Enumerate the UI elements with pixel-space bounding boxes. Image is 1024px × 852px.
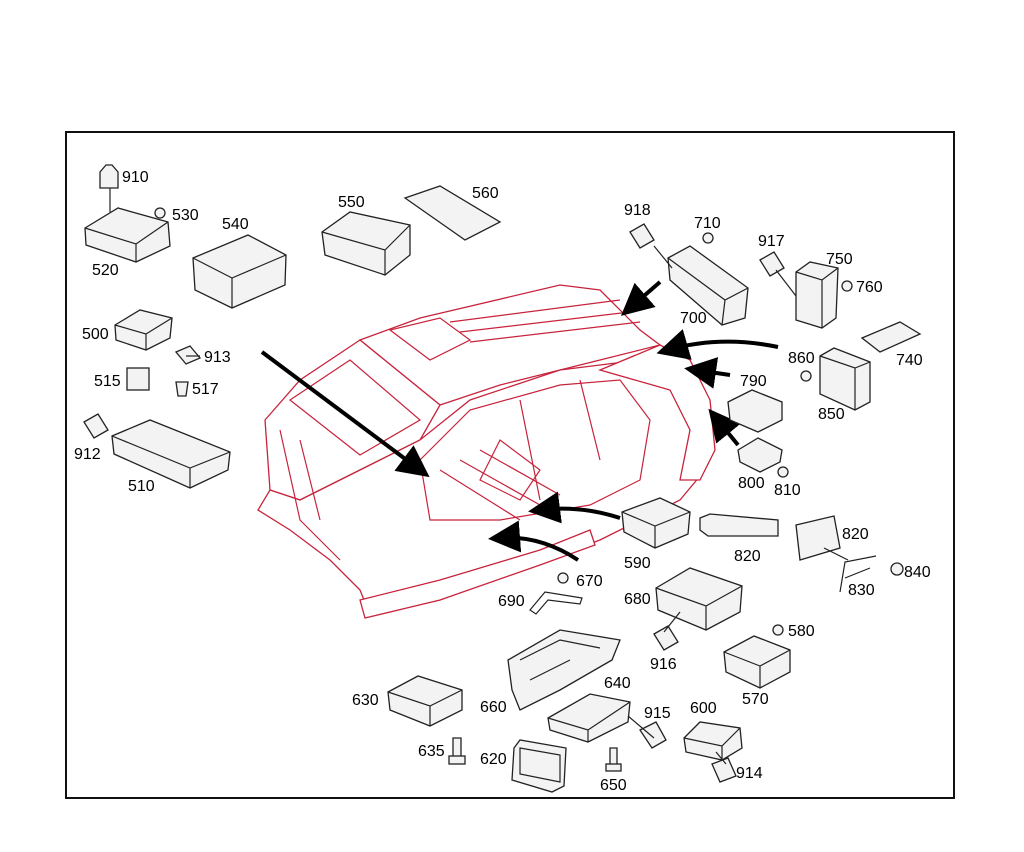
label-750: 750 bbox=[826, 251, 853, 268]
part-860-nut bbox=[800, 370, 812, 382]
part-690-bracket bbox=[529, 591, 583, 615]
diagram-frame bbox=[65, 131, 955, 799]
part-760-nut bbox=[841, 280, 853, 292]
label-915: 915 bbox=[644, 705, 671, 722]
label-916: 916 bbox=[650, 656, 677, 673]
part-830-bracket bbox=[839, 555, 877, 593]
part-520-module bbox=[84, 207, 171, 263]
label-910: 910 bbox=[122, 169, 149, 186]
part-740-module bbox=[860, 321, 922, 353]
part-820a-module bbox=[699, 513, 779, 537]
part-510-fuse-box bbox=[111, 419, 231, 489]
part-530-nut bbox=[154, 207, 166, 219]
part-570-module bbox=[723, 635, 791, 689]
part-910-connector bbox=[99, 164, 119, 212]
part-620-display bbox=[511, 739, 567, 793]
label-620: 620 bbox=[480, 751, 507, 768]
leader-lines bbox=[186, 245, 849, 765]
label-820a: 820 bbox=[734, 548, 761, 565]
part-517-fuse bbox=[175, 381, 189, 397]
part-labels: 910 530 520 540 550 560 500 913 515 517 … bbox=[74, 169, 931, 794]
label-560: 560 bbox=[472, 185, 499, 202]
label-510: 510 bbox=[128, 478, 155, 495]
label-710: 710 bbox=[694, 215, 721, 232]
label-635: 635 bbox=[418, 743, 445, 760]
label-630: 630 bbox=[352, 692, 379, 709]
part-916-connector bbox=[653, 625, 679, 651]
label-517: 517 bbox=[192, 381, 219, 398]
part-840-nut bbox=[890, 562, 904, 576]
label-840: 840 bbox=[904, 564, 931, 581]
part-800-module bbox=[737, 437, 783, 473]
label-550: 550 bbox=[338, 194, 365, 211]
label-530: 530 bbox=[172, 207, 199, 224]
label-917: 917 bbox=[758, 233, 785, 250]
label-520: 520 bbox=[92, 262, 119, 279]
part-912-connector bbox=[83, 413, 109, 439]
part-630-module bbox=[387, 675, 463, 727]
label-820b: 820 bbox=[842, 526, 869, 543]
label-850: 850 bbox=[818, 406, 845, 423]
label-580: 580 bbox=[788, 623, 815, 640]
label-515: 515 bbox=[94, 373, 121, 390]
label-540: 540 bbox=[222, 216, 249, 233]
label-680: 680 bbox=[624, 591, 651, 608]
label-570: 570 bbox=[742, 691, 769, 708]
label-918: 918 bbox=[624, 202, 651, 219]
part-560-cover-plate bbox=[403, 185, 502, 241]
part-500-module bbox=[114, 309, 173, 351]
label-590: 590 bbox=[624, 555, 651, 572]
label-914: 914 bbox=[736, 765, 763, 782]
label-790: 790 bbox=[740, 373, 767, 390]
label-640: 640 bbox=[604, 675, 631, 692]
part-700-module bbox=[667, 245, 749, 326]
part-580-nut bbox=[772, 624, 784, 636]
part-810-nut bbox=[777, 466, 789, 478]
part-515-relay bbox=[126, 367, 150, 391]
part-913-connector bbox=[174, 345, 202, 365]
label-690: 690 bbox=[498, 593, 525, 610]
part-915-connector bbox=[639, 721, 667, 749]
label-650: 650 bbox=[600, 777, 627, 794]
label-860: 860 bbox=[788, 350, 815, 367]
label-670: 670 bbox=[576, 573, 603, 590]
label-600: 600 bbox=[690, 700, 717, 717]
part-680-module bbox=[655, 567, 743, 631]
part-650-bolt bbox=[605, 747, 622, 772]
label-660: 660 bbox=[480, 699, 507, 716]
part-820b-module bbox=[795, 515, 841, 561]
part-917-connector bbox=[759, 251, 785, 277]
part-635-bolt bbox=[448, 737, 466, 765]
part-660-bracket bbox=[507, 629, 621, 711]
label-500: 500 bbox=[82, 326, 109, 343]
label-913: 913 bbox=[204, 349, 231, 366]
label-700: 700 bbox=[680, 310, 707, 327]
label-760: 760 bbox=[856, 279, 883, 296]
label-830: 830 bbox=[848, 582, 875, 599]
label-740: 740 bbox=[896, 352, 923, 369]
part-850-module bbox=[819, 347, 871, 411]
part-640-module bbox=[547, 693, 631, 743]
part-750-module bbox=[795, 261, 839, 329]
part-550-module bbox=[321, 211, 411, 276]
part-670-nut bbox=[557, 572, 569, 584]
part-790-cover bbox=[727, 389, 783, 433]
label-912: 912 bbox=[74, 446, 101, 463]
part-590-module bbox=[621, 497, 691, 549]
pointer-arrows bbox=[260, 280, 779, 562]
label-810: 810 bbox=[774, 482, 801, 499]
part-710-nut bbox=[702, 232, 714, 244]
part-600-module bbox=[683, 721, 743, 761]
car-body-shell bbox=[257, 284, 716, 619]
part-540-cover bbox=[192, 234, 287, 309]
label-800: 800 bbox=[738, 475, 765, 492]
part-918-connector bbox=[629, 223, 655, 249]
